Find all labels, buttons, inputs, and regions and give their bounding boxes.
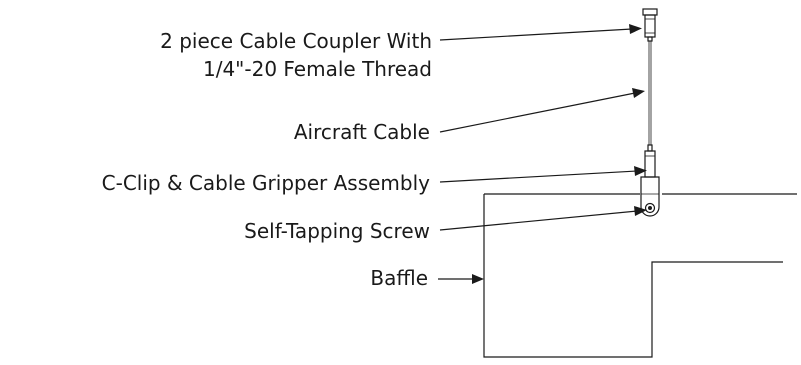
label-coupler-line1: 2 piece Cable Coupler With (160, 29, 432, 53)
baffle-outline (483, 193, 797, 358)
leader-self-tapping-screw (439, 206, 647, 231)
screw-icon (644, 202, 656, 214)
label-c-clip-assembly: C-Clip & Cable Gripper Assembly (102, 171, 431, 195)
aircraft-cable (648, 41, 652, 145)
cable-coupler (642, 8, 658, 42)
label-self-tapping-screw: Self-Tapping Screw (244, 219, 430, 243)
label-baffle: Baffle (370, 266, 428, 290)
label-aircraft-cable: Aircraft Cable (294, 120, 430, 144)
leader-coupler (439, 24, 642, 41)
c-clip-bracket (640, 176, 660, 217)
cable-gripper (644, 144, 656, 178)
leader-aircraft-cable (439, 88, 645, 133)
leader-baffle (438, 274, 484, 284)
leader-c-clip (439, 166, 647, 183)
label-coupler-line2: 1/4"-20 Female Thread (203, 57, 432, 81)
